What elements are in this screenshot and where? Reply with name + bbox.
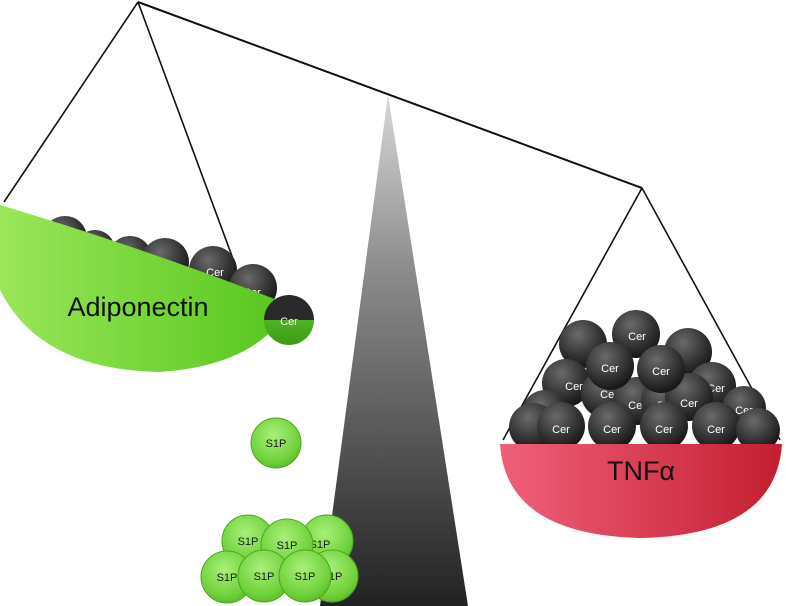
ceramide-label: Cer [603, 424, 621, 436]
ceramide-label: Cer [565, 381, 583, 393]
fulcrum [320, 95, 468, 606]
ceramide-label: Cer [601, 363, 619, 375]
ceramide-ball [637, 345, 685, 393]
ceramide-label: Cer [680, 398, 698, 410]
ceramide-label: Cer [552, 424, 570, 436]
adiponectin-pan-bowl [0, 205, 290, 372]
adiponectin-label: Adiponectin [67, 292, 208, 322]
right-pan: Cer Cer Cer Cer Cer Cer Cer Cer Cer Cer … [500, 310, 782, 538]
s1p-label: S1P [238, 536, 259, 548]
ceramide-label: Cer [707, 424, 725, 436]
ceramide-label: Cer [655, 424, 673, 436]
tnf-label: TNFα [607, 456, 675, 486]
s1p-label: S1P [310, 539, 331, 551]
s1p-label: S1P [266, 438, 287, 450]
ceramide-ball [640, 402, 688, 450]
s1p-pile: S1P S1P S1P S1P S1P S1P S1P [200, 514, 359, 604]
s1p-label: S1P [277, 540, 298, 552]
s1p-label: S1P [295, 571, 316, 583]
ceramide-ball [586, 342, 634, 390]
tnf-pan-bowl [500, 444, 782, 538]
ceramide-ball [612, 310, 660, 358]
left-pan: Cer Cer Cer Adiponectin Cer [0, 205, 314, 372]
s1p-label: S1P [254, 571, 275, 583]
ceramide-ball [588, 402, 636, 450]
right-pan-ceramide-stack: Cer Cer Cer Cer Cer Cer Cer Cer Cer Cer … [509, 310, 780, 452]
ceramide-label: Cer [628, 331, 646, 343]
s1p-label: S1P [217, 572, 238, 584]
s1p-ball [278, 549, 332, 603]
s1p-ball-falling: S1P [250, 417, 302, 469]
left-pan-strings [3, 1, 237, 268]
ceramide-ball [692, 402, 740, 450]
ceramide-ball [736, 408, 780, 452]
scale-beam [137, 1, 643, 189]
ceramide-label: Cer [280, 316, 298, 328]
ceramide-label: Cer [652, 366, 670, 378]
ceramide-ball [537, 402, 585, 450]
ceramide-ball-falling [264, 295, 314, 345]
